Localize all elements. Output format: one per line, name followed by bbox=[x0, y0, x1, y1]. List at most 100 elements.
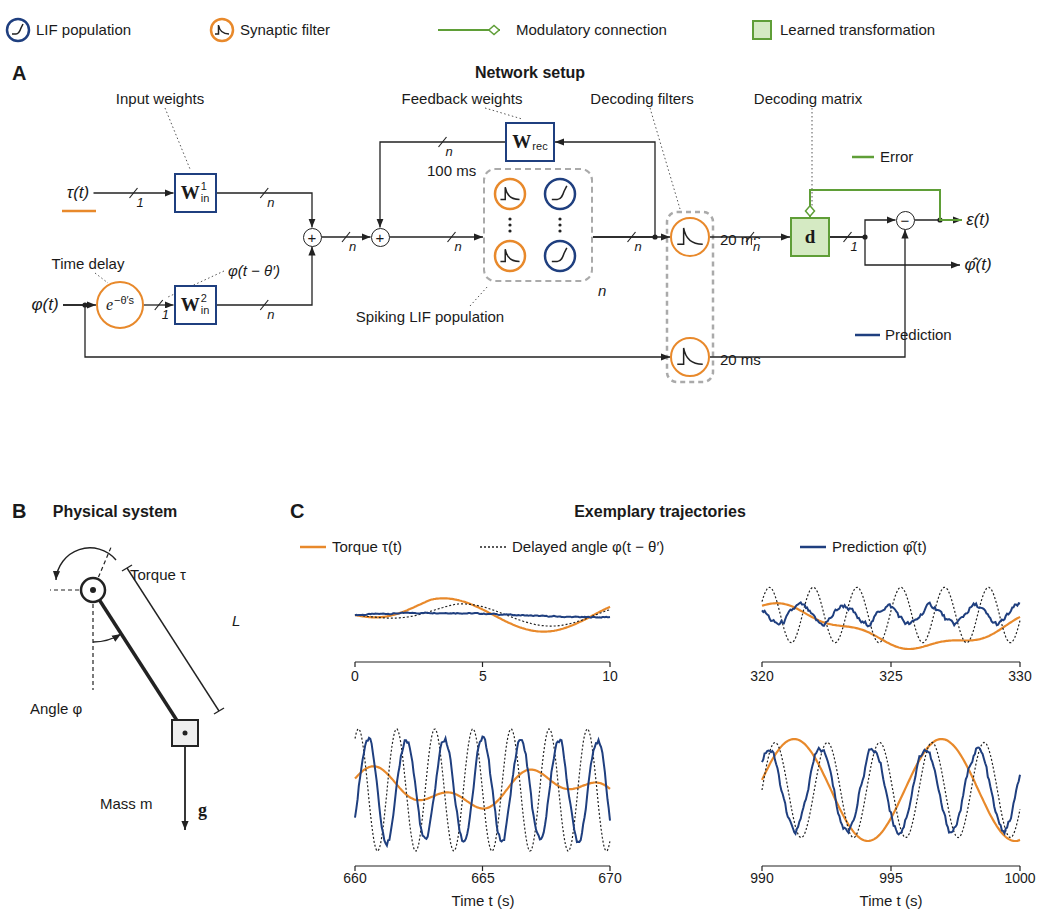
time-constant-label: 100 ms bbox=[427, 162, 476, 179]
axis-tick bbox=[1019, 662, 1020, 667]
subscript: −θ′s bbox=[114, 295, 134, 307]
trajectory-curve bbox=[762, 742, 1020, 837]
trajectory-curve bbox=[355, 604, 610, 626]
drawn-g bbox=[355, 587, 1020, 871]
drawn-g bbox=[95, 108, 812, 306]
signal-connector bbox=[217, 247, 313, 306]
drawn-path bbox=[93, 634, 121, 642]
drawn-line bbox=[438, 29, 500, 31]
symbol-letter: W bbox=[512, 131, 531, 153]
axis-title: Time t (s) bbox=[860, 892, 923, 909]
index-stack: −θ′s bbox=[114, 295, 134, 316]
callout-label: Input weights bbox=[116, 90, 204, 107]
filt-icon-ring bbox=[211, 19, 233, 41]
drawn-circle bbox=[508, 229, 511, 232]
index-stack: rec bbox=[532, 131, 547, 153]
vector-label: g bbox=[198, 800, 207, 821]
filt-icon-ring bbox=[495, 179, 525, 209]
bus-width-label: n bbox=[266, 308, 275, 322]
weight-matrix-box: W1in bbox=[174, 173, 217, 213]
drawn-line bbox=[93, 590, 185, 733]
axis-tick bbox=[482, 662, 483, 667]
drawn-line bbox=[214, 708, 224, 714]
trajectory-curve bbox=[355, 729, 610, 851]
legend-text: LIF population bbox=[36, 21, 131, 38]
bus-width-label: n bbox=[454, 240, 463, 254]
bus-width-label: 1 bbox=[136, 196, 145, 210]
signal-name: φ̂(t) bbox=[964, 255, 991, 275]
drawn-line bbox=[300, 546, 326, 549]
bus-width-label: n bbox=[266, 196, 275, 210]
panel-title: Network setup bbox=[475, 64, 585, 82]
trajectory-curve bbox=[355, 598, 610, 631]
summing-junction: + bbox=[303, 228, 322, 247]
signal-key: Prediction bbox=[885, 326, 952, 343]
drawn-line bbox=[852, 156, 874, 159]
filter-trace bbox=[677, 348, 702, 364]
tick-label: 0 bbox=[351, 668, 359, 684]
drawn-line bbox=[62, 210, 96, 213]
drawn-circle bbox=[90, 587, 96, 593]
summing-junction: − bbox=[896, 211, 915, 230]
tick-label: 990 bbox=[750, 870, 773, 886]
bus-width-label: n bbox=[752, 240, 761, 254]
filt-icon-trace bbox=[500, 249, 519, 261]
lif-icon-ring bbox=[7, 19, 29, 41]
tick-label: 10 bbox=[602, 668, 618, 684]
drawn-line bbox=[855, 334, 880, 337]
drawn-g bbox=[50, 545, 224, 830]
filt-icon-ring bbox=[495, 241, 525, 271]
signal-terminal: τ(t) bbox=[66, 183, 91, 203]
lif-population-group: 100 ms bbox=[483, 168, 593, 282]
signal-terminal: φ(t) bbox=[30, 295, 60, 315]
tick-label: 665 bbox=[471, 870, 494, 886]
legend-text: Torque τ(t) bbox=[332, 538, 402, 555]
lif-icon-ring bbox=[545, 179, 575, 209]
tick-label: 330 bbox=[1008, 668, 1031, 684]
trajectory-curve bbox=[355, 737, 610, 846]
filt-icon-trace bbox=[215, 25, 229, 34]
symbol-letter: W bbox=[181, 182, 200, 204]
operator-symbol: + bbox=[308, 230, 317, 245]
superscript: 1 bbox=[201, 181, 210, 193]
drawn-line bbox=[812, 108, 813, 214]
drawn-circle bbox=[558, 229, 561, 232]
symbol-group: W2in bbox=[181, 293, 210, 316]
drawn-circle bbox=[508, 223, 511, 226]
tick-label: 670 bbox=[598, 870, 621, 886]
axis-tick bbox=[890, 662, 891, 667]
drawn-line bbox=[184, 746, 186, 830]
filt-icon-trace bbox=[500, 187, 519, 199]
tick-label: 1000 bbox=[1004, 870, 1035, 886]
drawn-circle bbox=[508, 217, 511, 220]
synaptic-filter-node: 20 ms bbox=[670, 217, 710, 257]
signal-connector bbox=[555, 142, 655, 237]
index-stack: 2in bbox=[201, 293, 210, 316]
signal-connector bbox=[380, 142, 505, 228]
quantity-label: Torque τ bbox=[130, 566, 186, 583]
quantity-label: Angle φ bbox=[30, 700, 82, 717]
synaptic-filter-node: 20 ms bbox=[670, 337, 710, 377]
signal-name: τ(t) bbox=[67, 183, 89, 203]
subscript: in bbox=[201, 305, 210, 317]
drawn-rect bbox=[172, 720, 198, 746]
drawn-line bbox=[485, 108, 522, 119]
panel-title: Exemplary trajectories bbox=[574, 503, 746, 521]
symbol-letter: W bbox=[181, 294, 200, 316]
panel-letter: B bbox=[12, 500, 26, 523]
drawn-line bbox=[480, 546, 506, 548]
lif-icon-trace bbox=[552, 248, 567, 262]
time-constant-label: 20 ms bbox=[720, 351, 761, 368]
modulatory-connector bbox=[810, 190, 962, 220]
callout-label: Time delay bbox=[52, 255, 125, 272]
drawn-circle bbox=[183, 731, 188, 736]
callout-label: Decoding filters bbox=[590, 90, 693, 107]
operator-symbol: + bbox=[376, 230, 385, 245]
bus-width-label: n bbox=[445, 145, 454, 159]
signal-connector bbox=[217, 193, 313, 228]
filter-trace bbox=[677, 228, 702, 244]
axis-tick bbox=[609, 662, 610, 667]
trajectory-curve bbox=[762, 602, 1020, 626]
signal-connector bbox=[830, 237, 960, 265]
drawn-circle bbox=[558, 223, 561, 226]
